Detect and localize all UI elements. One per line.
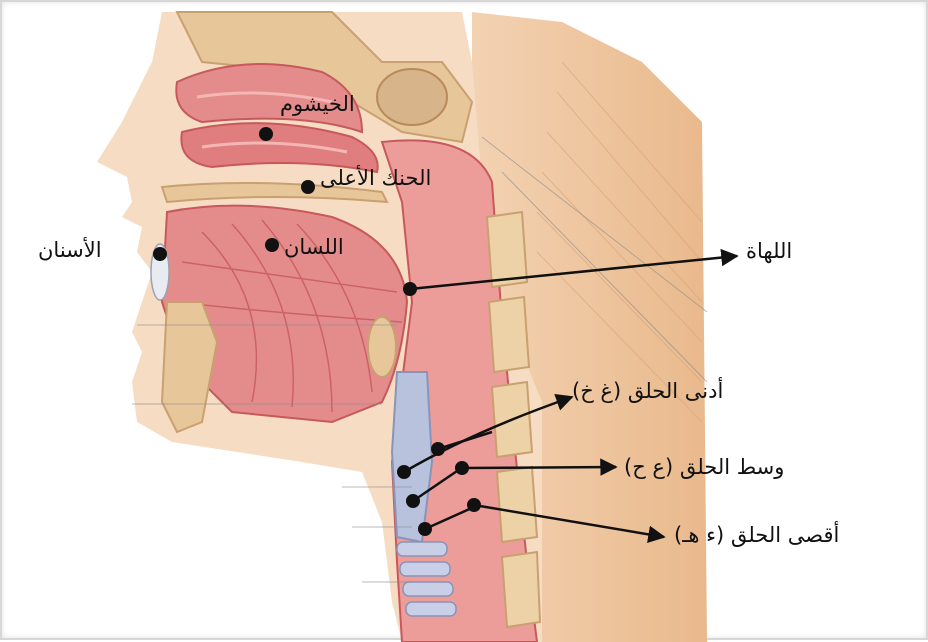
arrow-middle-throat	[462, 467, 616, 468]
label-nasal-cavity: الخيشوم	[280, 94, 355, 115]
marker-tongue	[265, 238, 279, 252]
marker-lower-throat-1	[431, 442, 445, 456]
marker-teeth	[153, 247, 167, 261]
label-deepest-throat: أقصى الحلق (ء هـ)	[674, 525, 839, 546]
marker-deepest-throat-1	[467, 498, 481, 512]
larynx-cartilage	[392, 372, 432, 542]
label-hard-palate: الحنك الأعلى	[320, 168, 431, 189]
marker-middle-throat-1	[455, 461, 469, 475]
label-middle-throat: وسط الحلق (ع ح)	[624, 457, 784, 478]
label-uvula: اللهاة	[746, 241, 792, 262]
label-teeth: الأسنان	[38, 240, 102, 261]
marker-lower-throat-2	[397, 465, 411, 479]
sphenoid-sinus	[377, 69, 447, 125]
marker-nasal-cavity	[259, 127, 273, 141]
marker-middle-throat-2	[406, 494, 420, 508]
marker-deepest-throat-2	[418, 522, 432, 536]
marker-uvula	[403, 282, 417, 296]
label-lower-throat: أدنى الحلق (غ خ)	[572, 381, 723, 402]
label-tongue: اللسان	[284, 237, 344, 258]
marker-hard-palate	[301, 180, 315, 194]
hyoid-bone	[368, 317, 396, 377]
